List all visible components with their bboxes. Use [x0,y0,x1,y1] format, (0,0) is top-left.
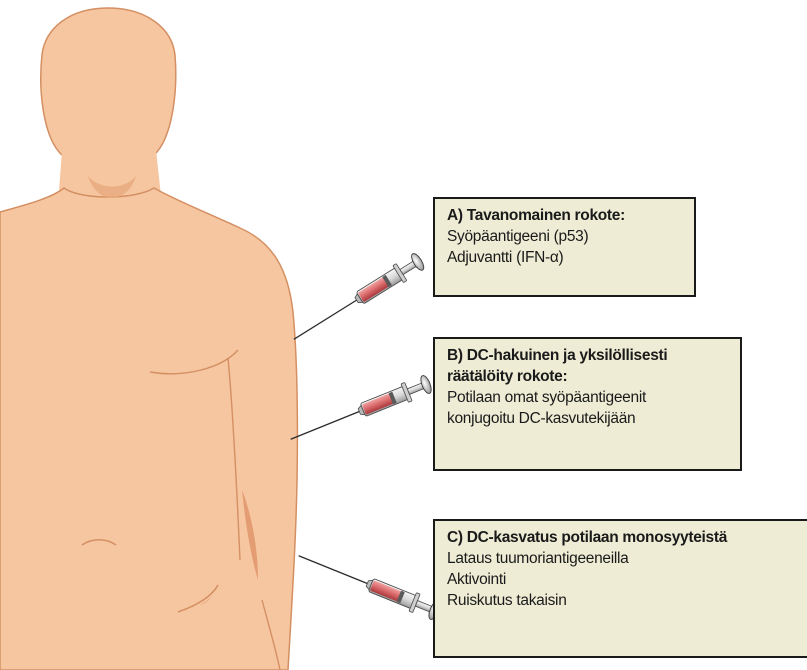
label-box-c: C) DC-kasvatus potilaan monosyyteistä La… [433,519,807,658]
box-a-title: A) Tavanomainen rokote: [447,205,682,226]
box-a-line-2: Adjuvantti (IFN-α) [447,247,682,268]
box-a-line-1: Syöpäantigeeni (p53) [447,226,682,247]
syringe-icon [295,547,442,622]
label-box-b: B) DC-hakuinen ja yksilöllisesti räätälö… [433,337,742,471]
body-shape [0,188,297,670]
box-c-line-2: Aktivointi [447,569,799,590]
box-b-title-2: räätälöity rokote: [447,366,728,387]
human-torso-illustration [0,8,297,670]
head-shape [41,8,176,170]
syringe-icon [287,374,434,449]
box-b-title-1: B) DC-hakuinen ja yksilöllisesti [447,345,728,366]
box-c-line-3: Ruiskutus takaisin [447,590,799,611]
label-box-a: A) Tavanomainen rokote: Syöpäantigeeni (… [433,197,696,297]
box-c-line-1: Lataus tuumoriantigeeneilla [447,548,799,569]
box-b-line-1: Potilaan omat syöpäantigeenit [447,387,728,408]
box-c-title: C) DC-kasvatus potilaan monosyyteistä [447,527,799,548]
box-b-line-2: konjugoitu DC-kasvutekijään [447,408,728,429]
syringe-icon [289,251,427,347]
